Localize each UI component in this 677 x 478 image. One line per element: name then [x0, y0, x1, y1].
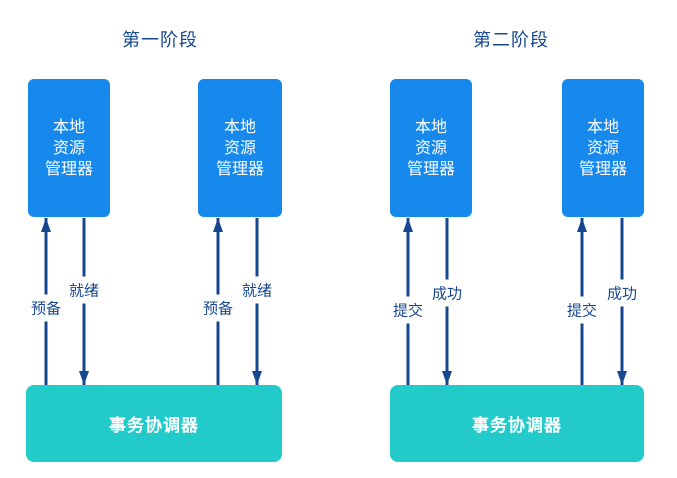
p1-resource-manager-1-label: 本地 资源 管理器 [44, 118, 93, 178]
p1-coordinator-box: 事务协调器 [26, 385, 282, 462]
arrowhead-up-icon [213, 218, 223, 232]
arrowhead-down-icon [79, 371, 89, 385]
p1-rm1-prepare-label: 预备 [30, 294, 62, 322]
p1-rm2-ready-arrow-down: 就绪 [241, 218, 273, 385]
p2-rm1-commit-arrow-up: 提交 [392, 218, 424, 385]
arrowhead-down-icon [252, 371, 262, 385]
p2-resource-manager-2-box: 本地 资源 管理器 [562, 79, 644, 217]
p2-resource-manager-1-box: 本地 资源 管理器 [390, 79, 472, 217]
p1-rm2-ready-label: 就绪 [241, 276, 273, 304]
p2-rm2-commit-label: 提交 [566, 296, 598, 324]
p2-resource-manager-2-label: 本地 资源 管理器 [578, 118, 627, 178]
p2-rm2-success-label: 成功 [606, 279, 638, 307]
p2-rm1-commit-label: 提交 [392, 296, 424, 324]
phase-2-title: 第二阶段 [473, 30, 549, 50]
p2-rm2-success-arrow-down: 成功 [606, 218, 638, 385]
phase-1-title: 第一阶段 [122, 30, 198, 50]
p2-rm1-success-label: 成功 [431, 279, 463, 307]
arrowhead-up-icon [41, 218, 51, 232]
p1-resource-manager-2-box: 本地 资源 管理器 [198, 79, 282, 217]
p2-rm1-success-arrow-down: 成功 [431, 218, 463, 385]
p2-rm2-commit-arrow-up: 提交 [566, 218, 598, 385]
p1-rm1-ready-arrow-down: 就绪 [68, 218, 100, 385]
p2-resource-manager-1-label: 本地 资源 管理器 [406, 118, 455, 178]
p1-resource-manager-1-box: 本地 资源 管理器 [28, 79, 110, 217]
p1-rm1-prepare-arrow-up: 预备 [30, 218, 62, 385]
arrowhead-down-icon [617, 371, 627, 385]
p1-coordinator-label: 事务协调器 [109, 416, 199, 435]
p2-coordinator-label: 事务协调器 [472, 416, 562, 435]
p1-resource-manager-2-label: 本地 资源 管理器 [215, 118, 264, 178]
p1-rm1-ready-label: 就绪 [68, 276, 100, 304]
p1-rm2-prepare-label: 预备 [202, 294, 234, 322]
p2-coordinator-box: 事务协调器 [390, 385, 644, 462]
arrowhead-up-icon [577, 218, 587, 232]
arrowhead-down-icon [442, 371, 452, 385]
arrowhead-up-icon [403, 218, 413, 232]
p1-rm2-prepare-arrow-up: 预备 [202, 218, 234, 385]
